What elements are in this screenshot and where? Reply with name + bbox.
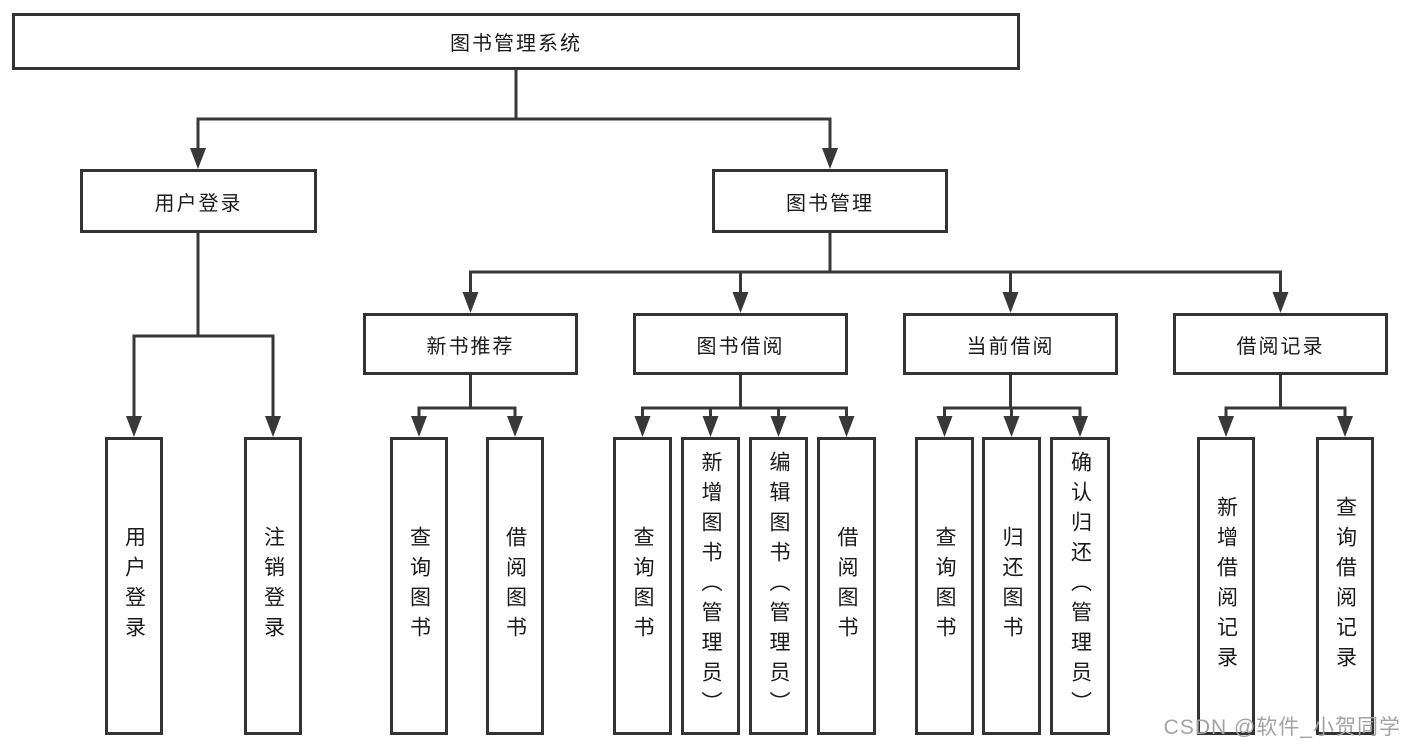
node-label: 确认归还（管理员） [1068,451,1092,721]
node-label: 新增图书（管理员） [699,451,722,721]
node-label: 当前借阅 [966,335,1055,358]
connector-root-to-level2 [190,70,838,169]
leaf-logout: 注销登录 [244,437,302,735]
leaf-recommend-query-books: 查询图书 [390,437,448,735]
node-label: 查询借阅记录 [1333,496,1357,676]
node-label: 图书管理 [786,192,874,215]
leaf-borrow-books: 借阅图书 [817,437,876,735]
connector-records-to-leaves [1218,375,1353,437]
watermark: CSDN @软件_小贺同学 [1163,716,1401,739]
node-label: 用户登录 [154,192,243,215]
node-label: 图书管理系统 [450,33,582,55]
node-user-login: 用户登录 [80,169,317,233]
leaf-edit-books-admin: 编辑图书（管理员） [749,437,808,735]
leaf-add-borrow-record: 新增借阅记录 [1197,437,1255,735]
node-label: 查询图书 [407,526,431,646]
node-book-borrowing: 图书借阅 [633,313,848,375]
node-label: 借阅图书 [835,526,858,646]
node-label: 用户登录 [122,526,146,646]
connector-borrow-to-leaves [634,375,855,437]
node-label: 注销登录 [261,526,285,646]
leaf-add-books-admin: 新增图书（管理员） [681,437,740,735]
connector-current-to-leaves [936,375,1088,437]
connector-login-to-leaves [126,233,281,437]
node-library-management-system: 图书管理系统 [12,13,1020,70]
leaf-borrow-query-books: 查询图书 [613,437,672,735]
connector-recommend-to-leaves [411,375,523,437]
node-label: 新书推荐 [426,335,515,358]
node-label: 新增借阅记录 [1214,496,1238,676]
node-book-management: 图书管理 [712,169,948,233]
node-current-borrowing: 当前借阅 [903,313,1118,375]
node-new-book-recommend: 新书推荐 [363,313,578,375]
leaf-return-books: 归还图书 [982,437,1041,735]
node-label: 借阅图书 [503,526,527,646]
connector-management-to-level3 [462,233,1289,313]
leaf-confirm-return-admin: 确认归还（管理员） [1050,437,1110,735]
node-label: 借阅记录 [1236,335,1325,358]
leaf-query-borrow-record: 查询借阅记录 [1316,437,1374,735]
leaf-user-login: 用户登录 [105,437,163,735]
node-label: 归还图书 [1000,526,1023,646]
node-label: 编辑图书（管理员） [767,451,790,721]
leaf-current-query-books: 查询图书 [915,437,974,735]
node-label: 查询图书 [631,526,654,646]
leaf-recommend-borrow-books: 借阅图书 [486,437,544,735]
node-label: 图书借阅 [696,335,785,358]
node-label: 查询图书 [933,526,956,646]
node-borrowing-records: 借阅记录 [1173,313,1388,375]
